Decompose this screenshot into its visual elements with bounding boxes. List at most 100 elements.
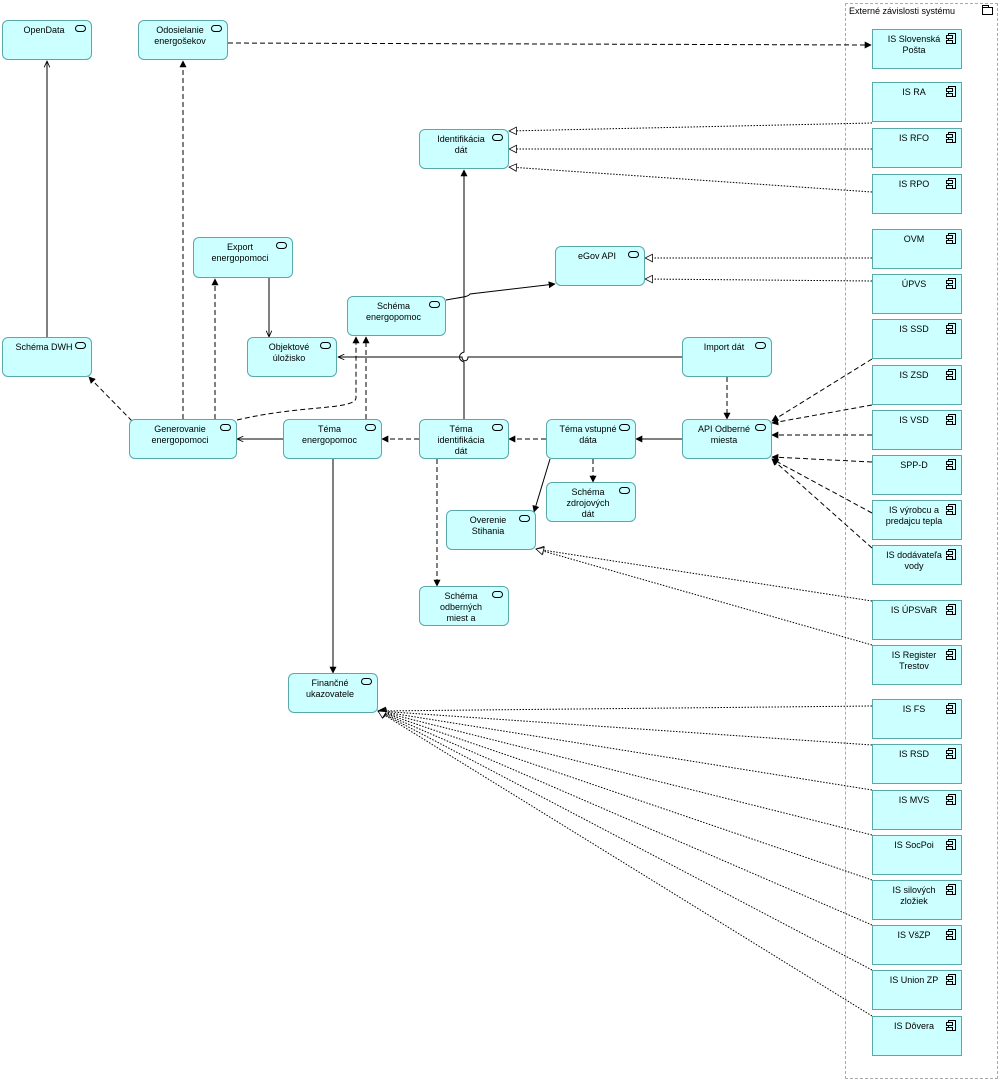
node-is-rsd[interactable]: IS RSD — [872, 744, 962, 784]
component-icon — [946, 974, 956, 985]
node-label: Finančné ukazovatele — [305, 678, 355, 699]
node-egov-api[interactable]: eGov API — [555, 246, 645, 286]
node-label: Overenie Stihania — [469, 515, 507, 536]
node-identifikacia-dat[interactable]: Identifikácia dát — [419, 129, 509, 169]
service-icon — [361, 678, 372, 685]
service-icon — [220, 424, 231, 431]
node-is-slovenska-posta[interactable]: IS Slovenská Pošta — [872, 29, 962, 69]
node-objektove-ulozisko[interactable]: Objektové úložisko — [247, 337, 337, 377]
component-icon — [946, 504, 956, 515]
node-is-vyrobcu-tepla[interactable]: IS výrobcu a predajcu tepla — [872, 500, 962, 540]
node-label: IS Slovenská Pošta — [887, 34, 941, 55]
node-label: SPP-D — [900, 460, 928, 470]
node-generovanie-energopomoci[interactable]: Generovanie energopomoci — [129, 419, 237, 459]
node-tema-energopomoc[interactable]: Téma energopomoc — [283, 419, 382, 459]
component-icon — [946, 278, 956, 289]
node-is-dodavatela-vody[interactable]: IS dodávateľa vody — [872, 545, 962, 585]
node-is-mvs[interactable]: IS MVS — [872, 790, 962, 830]
service-icon — [211, 25, 222, 32]
edge-teplo-api — [771, 458, 873, 514]
node-label: IS silových zložiek — [892, 885, 936, 906]
edge-union-financne — [378, 710, 873, 971]
edge-odosielanie-posta — [227, 41, 872, 49]
group-title: Externé závislosti systému — [849, 6, 956, 16]
node-import-dat[interactable]: Import dát — [682, 337, 772, 377]
node-is-fs[interactable]: IS FS — [872, 699, 962, 739]
node-label: Objektové úložisko — [268, 342, 310, 363]
node-is-vszp[interactable]: IS VšZP — [872, 925, 962, 965]
component-icon — [946, 323, 956, 334]
node-is-rpo[interactable]: IS RPO — [872, 174, 962, 214]
node-is-zsd[interactable]: IS ZSD — [872, 365, 962, 405]
edge-sppd-api — [771, 453, 873, 463]
node-odosielanie-energosekov[interactable]: Odosielanie energošekov — [138, 20, 228, 60]
component-icon — [946, 794, 956, 805]
node-schema-odbernych-miest[interactable]: Schéma odberných miest a — [419, 586, 509, 626]
edge-mvs-financne — [378, 711, 873, 791]
node-label: IS dodávateľa vody — [886, 550, 942, 571]
edge-zsd-api — [771, 404, 873, 426]
node-is-socpoi[interactable]: IS SocPoi — [872, 835, 962, 875]
component-icon — [946, 178, 956, 189]
node-is-ra[interactable]: IS RA — [872, 82, 962, 122]
edge-import-objektove — [338, 357, 682, 362]
node-financne-ukazovatele[interactable]: Finančné ukazovatele — [288, 673, 378, 713]
node-label: IS SSD — [899, 324, 929, 334]
component-icon — [946, 748, 956, 759]
component-icon — [946, 703, 956, 714]
edge-rsd-financne — [378, 711, 873, 746]
node-is-dovera[interactable]: IS Dôvera — [872, 1016, 962, 1056]
component-icon — [946, 604, 956, 615]
service-icon — [429, 301, 440, 308]
node-label: Export energopomoci — [211, 242, 269, 263]
component-icon — [946, 459, 956, 470]
service-icon — [320, 342, 331, 349]
node-is-ssd[interactable]: IS SSD — [872, 319, 962, 359]
node-label: eGov API — [577, 251, 617, 261]
service-icon — [492, 134, 503, 141]
node-upvs[interactable]: ÚPVS — [872, 274, 962, 314]
edge-schema-egov — [445, 281, 556, 301]
service-icon — [755, 342, 766, 349]
node-schema-dwh[interactable]: Schéma DWH — [2, 337, 92, 377]
component-icon — [946, 839, 956, 850]
node-schema-zdrojovych-dat[interactable]: Schéma zdrojových dát — [546, 482, 636, 522]
service-icon — [75, 25, 86, 32]
component-icon — [946, 132, 956, 143]
node-label: API Odberné miesta — [697, 424, 751, 445]
node-is-union-zp[interactable]: IS Union ZP — [872, 970, 962, 1010]
component-icon — [946, 649, 956, 660]
node-ovm[interactable]: OVM — [872, 229, 962, 269]
edge-voda-api — [771, 458, 873, 549]
edge-ra-identifikacia — [509, 122, 873, 131]
node-is-register-trestov[interactable]: IS Register Trestov — [872, 645, 962, 685]
service-icon — [619, 424, 630, 431]
node-is-vsd[interactable]: IS VSD — [872, 410, 962, 450]
node-api-odberne-miesta[interactable]: API Odberné miesta — [682, 419, 772, 459]
service-icon — [492, 424, 503, 431]
node-label: IS RA — [902, 87, 926, 97]
service-icon — [75, 342, 86, 349]
node-label: IS výrobcu a predajcu tepla — [885, 505, 943, 526]
node-spp-d[interactable]: SPP-D — [872, 455, 962, 495]
edge-upvs-egov — [645, 279, 873, 281]
node-export-energopomoci[interactable]: Export energopomoci — [193, 237, 293, 278]
edge-tema-vstup-overenie — [532, 458, 551, 513]
edge-fs-financne — [378, 705, 873, 711]
edge-rpo-identifikacia — [509, 167, 873, 193]
node-is-rfo[interactable]: IS RFO — [872, 128, 962, 168]
node-is-silovych-zloziek[interactable]: IS silových zložiek — [872, 880, 962, 920]
node-is-upsvar[interactable]: IS ÚPSVaR — [872, 600, 962, 640]
node-tema-identifikacia-dat[interactable]: Téma identifikácia dát — [419, 419, 509, 459]
node-label: IS Union ZP — [889, 975, 939, 985]
node-opendata[interactable]: OpenData — [2, 20, 92, 60]
node-label: Schéma energopomoc — [365, 301, 422, 322]
node-schema-energopomoc[interactable]: Schéma energopomoc — [347, 296, 446, 336]
edge-socpoi-financne — [378, 711, 873, 836]
node-label: Téma identifikácia dát — [437, 424, 485, 456]
node-tema-vstupne-data[interactable]: Téma vstupné dáta — [546, 419, 636, 459]
service-icon — [755, 424, 766, 431]
node-overenie-stihania[interactable]: Overenie Stihania — [446, 510, 536, 550]
node-label: ÚPVS — [901, 279, 927, 289]
